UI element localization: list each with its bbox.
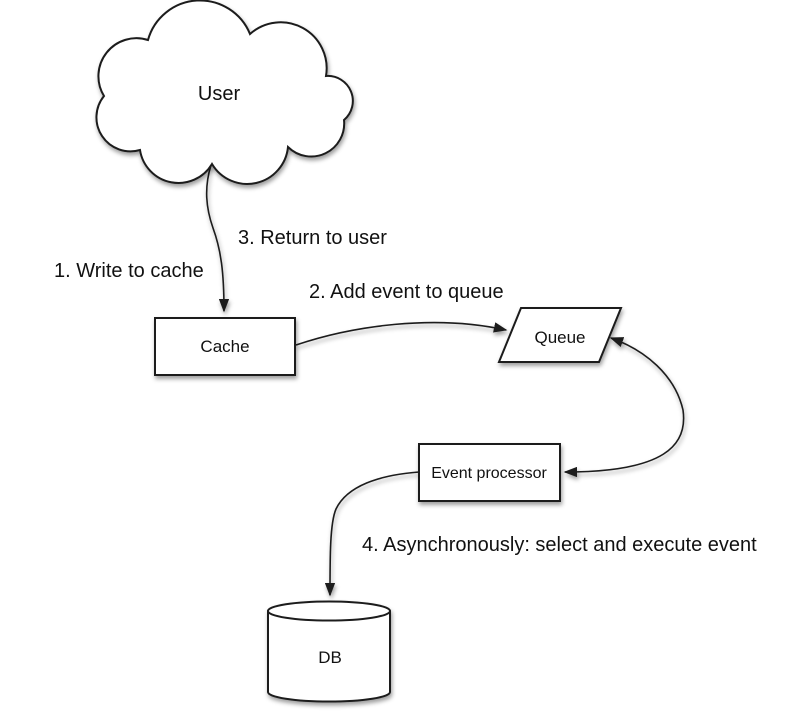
edge-user-to-cache (205, 164, 230, 313)
event-processor-box (418, 443, 561, 502)
event-processor-label: Event processor (431, 465, 547, 482)
annotation-step-4: 4. Asynchronously: select and execute ev… (362, 534, 757, 556)
cache-box (154, 317, 296, 376)
queue-parallelogram (497, 307, 623, 363)
user-cloud-node: User (95, 0, 354, 185)
db-cylinder (267, 600, 391, 703)
edge-queue-event-processor-bidirectional (563, 337, 685, 478)
cache-node: Cache (154, 317, 296, 376)
queue-node: Queue (497, 307, 623, 363)
cache-label: Cache (200, 337, 249, 356)
annotations-layer: 1. Write to cache 3. Return to user 2. A… (54, 227, 757, 556)
event-processor-node: Event processor (418, 443, 561, 502)
edge-cache-to-queue (295, 321, 508, 346)
annotation-step-3: 3. Return to user (238, 227, 387, 249)
db-node: DB (267, 600, 391, 703)
annotation-step-2: 2. Add event to queue (309, 281, 504, 303)
db-cylinder-rim (267, 610, 391, 622)
annotation-step-1: 1. Write to cache (54, 260, 204, 282)
user-label: User (198, 83, 241, 105)
edge-event-processor-to-db (324, 471, 420, 597)
db-label: DB (318, 648, 342, 667)
cloud-shape (95, 0, 354, 185)
queue-label: Queue (534, 328, 585, 347)
edges-layer (205, 164, 685, 597)
